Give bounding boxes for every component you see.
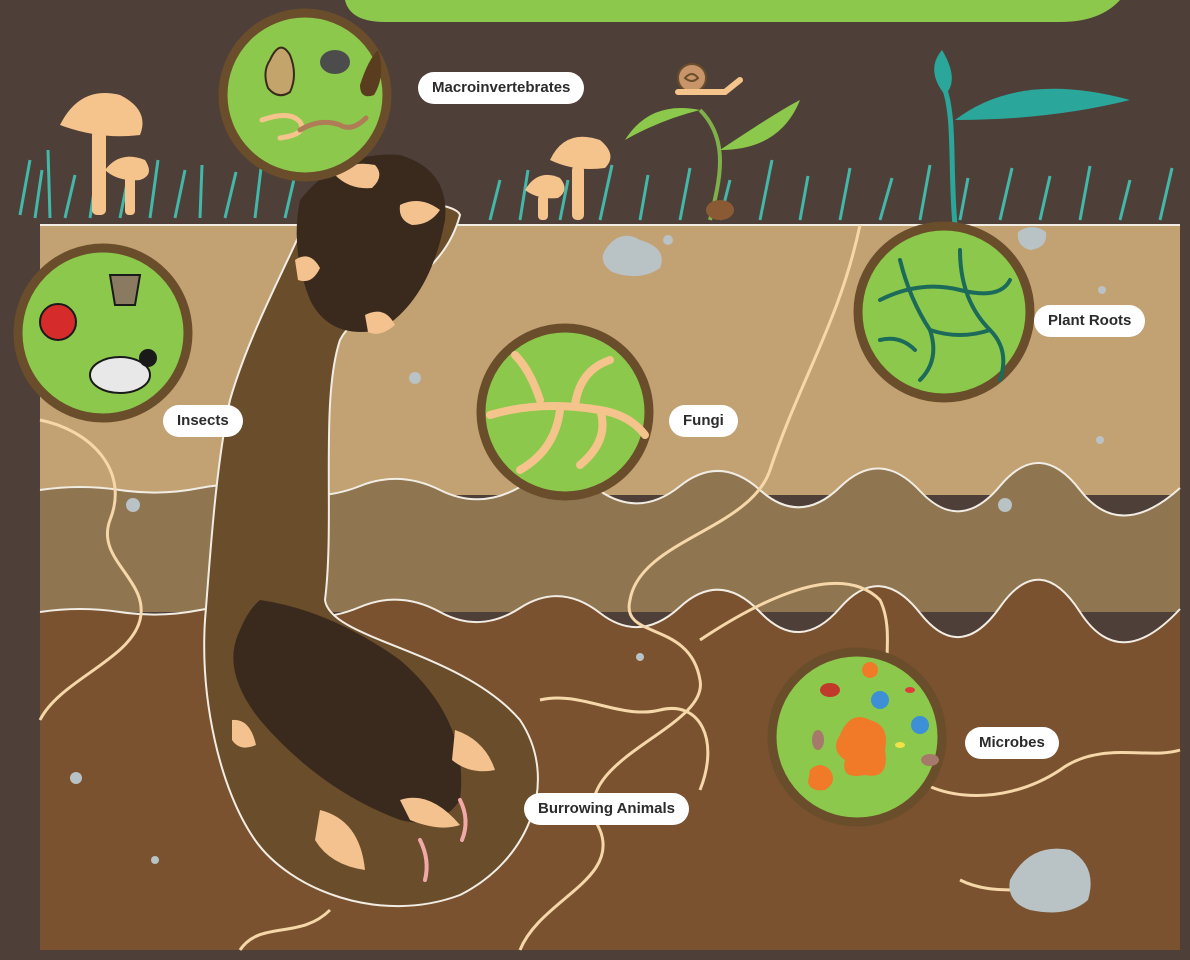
mushroom-stem bbox=[572, 165, 584, 220]
circle-frame bbox=[858, 226, 1030, 398]
label-burrowing-animals: Burrowing Animals bbox=[524, 793, 689, 825]
stone bbox=[409, 372, 421, 384]
microbe-icon bbox=[895, 742, 905, 748]
insects-circle bbox=[18, 248, 188, 418]
title-banner bbox=[345, 0, 1120, 22]
stone bbox=[663, 235, 673, 245]
label-fungi: Fungi bbox=[669, 405, 738, 437]
stink-bug-icon bbox=[110, 275, 140, 305]
ladybug-icon bbox=[40, 304, 76, 340]
stone bbox=[636, 653, 644, 661]
microbe-icon bbox=[921, 754, 939, 766]
plant-roots-circle bbox=[858, 226, 1030, 398]
label-insects: Insects bbox=[163, 405, 243, 437]
microbe-icon bbox=[820, 683, 840, 697]
fungi-circle bbox=[481, 328, 649, 496]
label-plant-roots: Plant Roots bbox=[1034, 305, 1145, 337]
stone bbox=[1096, 436, 1104, 444]
label-microbes: Microbes bbox=[965, 727, 1059, 759]
stone bbox=[126, 498, 140, 512]
stone bbox=[151, 856, 159, 864]
snail-shell bbox=[678, 64, 706, 92]
stone bbox=[1098, 286, 1106, 294]
microbes-circle bbox=[772, 652, 942, 822]
microbe-icon bbox=[905, 687, 915, 693]
microbe-icon bbox=[812, 730, 824, 750]
beetle-icon bbox=[320, 50, 350, 74]
microbe-icon bbox=[862, 662, 878, 678]
fly-head-icon bbox=[139, 349, 157, 367]
stone bbox=[998, 498, 1012, 512]
label-macroinvertebrates: Macroinvertebrates bbox=[418, 72, 584, 104]
seed bbox=[706, 200, 734, 220]
mushroom-stem bbox=[92, 130, 106, 215]
stone bbox=[70, 772, 82, 784]
microbe-icon bbox=[911, 716, 929, 734]
microbe-icon bbox=[871, 691, 889, 709]
macroinvertebrates-circle bbox=[223, 13, 387, 177]
circle-frame bbox=[223, 13, 387, 177]
mushroom-stem bbox=[125, 175, 135, 215]
mushroom-stem bbox=[538, 195, 548, 220]
